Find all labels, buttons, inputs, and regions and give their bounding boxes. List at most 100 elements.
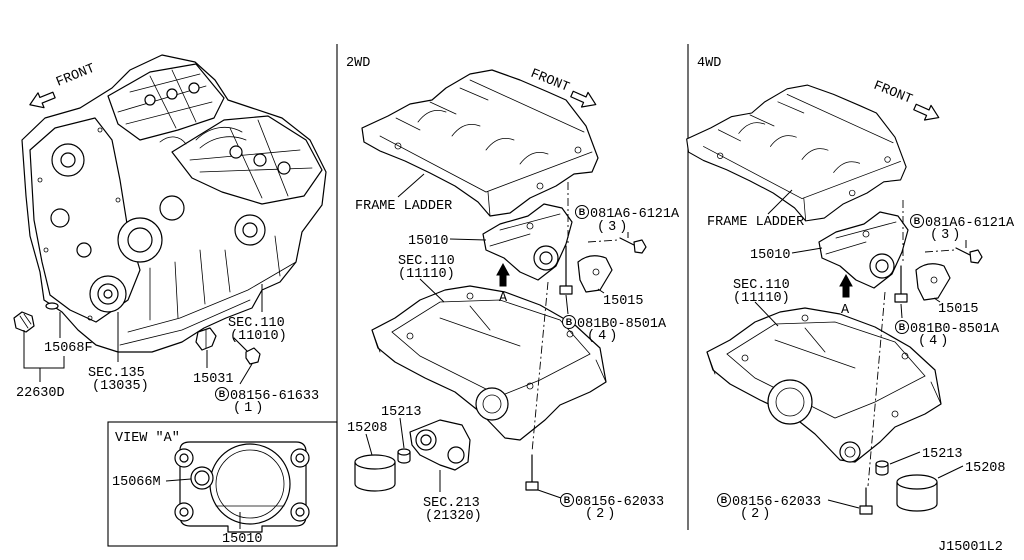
panel-title-2wd: 2WD: [346, 56, 370, 71]
label-bolt-upper-qty-2wd: (3): [597, 220, 630, 235]
leader-15066M: [165, 478, 192, 482]
label-15208-2wd: 15208: [347, 421, 388, 436]
label-15213-4wd: 15213: [922, 447, 963, 462]
bolt-marker-b-icon: B: [717, 493, 731, 507]
label-view-arrow-4wd: A: [841, 303, 850, 318]
svg-text:B: B: [219, 389, 226, 399]
bolt-marker-b-icon: B: [562, 315, 576, 329]
view-a-box: [107, 421, 338, 547]
label-bolt-lower-2wd: 08156-62033: [575, 495, 664, 510]
label-sec110-code-4wd: (11110): [733, 291, 790, 306]
label-15015-4wd: 15015: [938, 302, 979, 317]
connector-15213-2wd: [397, 448, 411, 464]
oil-pump-sec213: [409, 419, 471, 471]
label-sec213-code: (21320): [425, 509, 482, 524]
leader-15213-2wd: [399, 417, 405, 449]
oil-filter-15208-4wd: [896, 474, 938, 512]
bolt-081B0-8501A-4wd: [894, 265, 908, 303]
engine-assembly: [21, 54, 327, 353]
alignment-lines-4wd: [867, 200, 955, 487]
view-a-arrow-icon-4wd: [839, 273, 853, 298]
bolt-08156-62033-4wd: [859, 487, 873, 515]
svg-text:B: B: [566, 317, 573, 327]
svg-text:B: B: [564, 495, 571, 505]
front-indicator-4wd: FRONT: [871, 79, 940, 121]
leader-15213-4wd: [889, 451, 921, 465]
label-15031: 15031: [193, 372, 234, 387]
leader-frame-ladder-4wd: [767, 189, 793, 215]
front-arrow-icon: [29, 91, 56, 109]
oil-pan-4wd: [706, 307, 942, 463]
leader-15208-2wd: [365, 433, 373, 456]
leader-frame-ladder-2wd: [397, 173, 425, 198]
leader-15010-4wd: [791, 247, 823, 254]
leader-bolt-middle-4wd: [900, 303, 903, 319]
label-15010-4wd: 15010: [750, 248, 791, 263]
leader-bolt-middle-2wd: [565, 294, 569, 315]
label-15010-2wd: 15010: [408, 234, 449, 249]
label-frame-ladder-2wd: FRAME LADDER: [355, 199, 452, 214]
leader-sec110-4wd: [754, 301, 779, 327]
oil-pressure-switch-22630D: [13, 311, 35, 333]
svg-text:B: B: [899, 322, 906, 332]
label-sec110-left-code: (11010): [230, 329, 287, 344]
label-bolt-middle-qty-2wd: (4): [587, 329, 620, 344]
label-bolt-upper-4wd: 081A6-6121A: [925, 216, 1015, 231]
oil-strainer-15010-4wd: [818, 211, 909, 289]
frame-ladder-2wd: [361, 69, 599, 217]
plate-15015-4wd: [915, 263, 951, 301]
label-22630D: 22630D: [16, 386, 65, 401]
label-sec135-code: (13035): [92, 379, 149, 394]
label-bolt-middle-2wd: 081B0-8501A: [577, 317, 667, 332]
label-sec110-2wd: SEC.110: [398, 254, 455, 269]
washer-15068F: [45, 302, 59, 310]
oil-filter-15208-2wd: [354, 454, 396, 492]
label-frame-ladder-4wd: FRAME LADDER: [707, 215, 804, 230]
leader-bolt-lower-4wd: [827, 499, 860, 509]
connector-15213-4wd: [875, 460, 889, 476]
o-ring-15066M: [190, 466, 214, 490]
label-sec135: SEC.135: [88, 366, 145, 381]
leader-bolt-left: [239, 363, 253, 385]
bolt-marker-b-icon: B: [560, 493, 574, 507]
bolt-marker-b-icon: B: [895, 320, 909, 334]
leader-15208-4wd: [937, 465, 964, 479]
plate-15015-2wd: [577, 255, 613, 293]
front-arrow-icon-4wd: [913, 103, 940, 121]
label-15208-4wd: 15208: [965, 461, 1006, 476]
label-sec213: SEC.213: [423, 496, 480, 511]
svg-text:B: B: [579, 207, 586, 217]
bolt-marker-b-icon: B: [575, 205, 589, 219]
oil-pan-2wd: [371, 285, 607, 441]
bolt-marker-b-icon: B: [910, 214, 924, 228]
label-bolt-middle-qty-4wd: (4): [918, 334, 951, 349]
label-15066M: 15066M: [112, 475, 161, 490]
front-label: FRONT: [54, 62, 97, 91]
label-sec110-code-2wd: (11110): [398, 267, 455, 282]
view-a-arrow-icon-2wd: [496, 262, 510, 287]
label-bolt-lower-qty-4wd: (2): [740, 507, 773, 522]
leader-15015-2wd: [597, 288, 605, 294]
label-bolt-qty-left: (1): [233, 401, 266, 416]
label-view-arrow-2wd: A: [499, 291, 508, 306]
bolt-marker-b-icon: B: [215, 387, 229, 401]
view-a-oil-pump-flange: [174, 441, 310, 533]
label-bolt-lower-4wd: 08156-62033: [732, 495, 821, 510]
label-15068F: 15068F: [44, 341, 93, 356]
label-view-a-15010: 15010: [222, 532, 263, 547]
alignment-lines-2wd: [531, 182, 619, 453]
bolt-081A6-6121A-2wd: [619, 237, 647, 254]
bolt-08156-61633: [233, 337, 261, 365]
label-bolt-middle-4wd: 081B0-8501A: [910, 322, 1000, 337]
frame-ladder-4wd: [686, 84, 907, 222]
view-a-title: VIEW "A": [115, 431, 180, 446]
panel-title-4wd: 4WD: [697, 56, 721, 71]
leader-15068F-22630D: [23, 312, 65, 382]
front-label-4wd: FRONT: [871, 79, 914, 108]
label-15213-2wd: 15213: [381, 405, 422, 420]
bolt-081B0-8501A-2wd: [559, 245, 573, 295]
label-bolt-lower-qty-2wd: (2): [585, 507, 618, 522]
label-15015-2wd: 15015: [603, 294, 644, 309]
sensor-15031: [195, 327, 217, 351]
